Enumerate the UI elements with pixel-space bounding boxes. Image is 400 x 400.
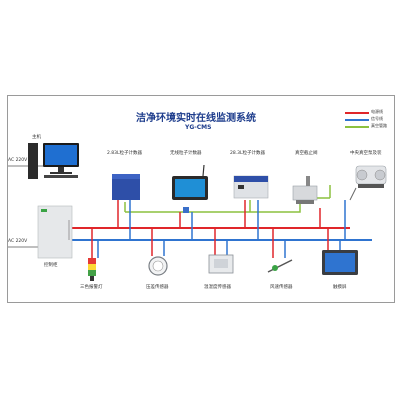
label-pressure: 压差传感器 (146, 285, 169, 290)
label-vacuum-valve: 真空截止阀 (295, 151, 318, 156)
legend-signal-label: 信号线 (371, 116, 383, 121)
legend-signal-line (345, 119, 369, 121)
label-particle-wireless: 无线粒子计数器 (170, 151, 202, 156)
temp-humidity-sensor-icon (208, 254, 234, 274)
particle-counter-28-3l-icon (233, 175, 269, 199)
pressure-sensor-icon (148, 256, 168, 276)
legend-power-label: 电源线 (371, 109, 383, 114)
diagram-subtitle: YG-CMS (185, 124, 212, 131)
wireless-particle-counter-icon (172, 164, 208, 213)
touch-screen-icon (322, 250, 358, 275)
label-host: 主机 (32, 135, 41, 140)
legend-vacuum-line (345, 126, 369, 128)
label-airflow: 风速传感器 (270, 285, 293, 290)
label-controller: 控制柜 (44, 263, 58, 268)
host-computer-icon (28, 143, 79, 179)
airflow-sensor-icon (267, 259, 293, 273)
diagram-title: 洁净环境实时在线监测系统 (136, 113, 256, 124)
legend-vacuum-label: 真空管路 (371, 123, 387, 128)
label-particle-28-3l: 28.3L粒子计数器 (230, 151, 266, 156)
label-particle-2-83l: 2.83L粒子计数器 (107, 151, 143, 156)
label-alarm: 三色报警灯 (80, 285, 103, 290)
particle-counter-2-83l-icon (112, 174, 140, 200)
label-touch: 触摸屏 (333, 285, 347, 290)
controller-cabinet-icon (37, 205, 73, 259)
tri-color-alarm-icon (88, 258, 96, 281)
vacuum-pump-icon (349, 165, 387, 201)
label-ac-bottom: AC 220V (8, 239, 28, 244)
label-ac-top: AC 220V (8, 158, 28, 163)
label-vacuum-pump: 中央真空泵及装 (350, 151, 382, 156)
legend-power-line (345, 112, 369, 114)
vacuum-valve-icon (292, 176, 318, 204)
label-temp-humidity: 温湿度传感器 (204, 285, 231, 290)
